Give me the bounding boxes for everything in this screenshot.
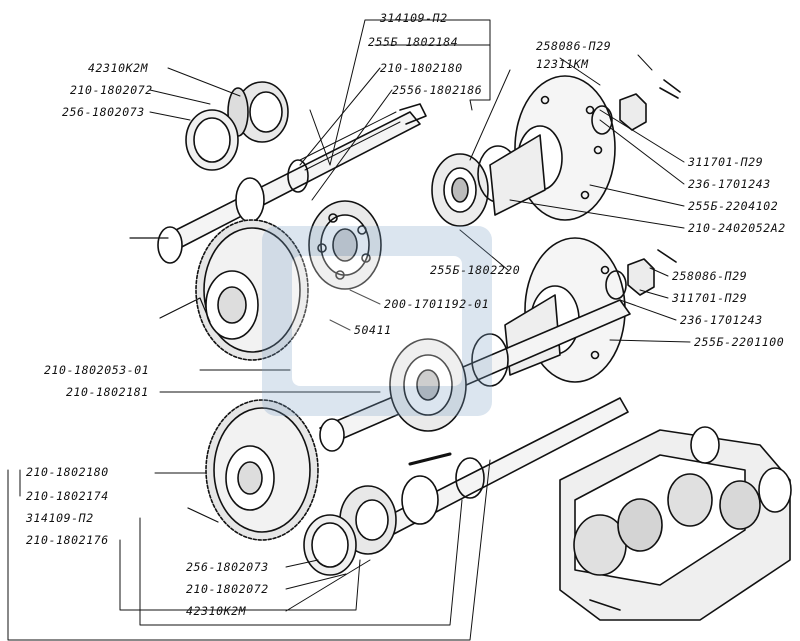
label-210-1802180: 210-1802180 bbox=[380, 61, 463, 75]
label-256-1802073-top: 256-1802073 bbox=[62, 105, 145, 119]
label-311701-p29-top: 311701-П29 bbox=[688, 155, 764, 169]
ball-bearing-upper-right bbox=[431, 153, 489, 227]
label-2556-1802184: 255Б 1802184 bbox=[368, 35, 459, 49]
label-12311km: 12311КМ bbox=[536, 57, 589, 71]
washer-nut-upper bbox=[591, 79, 681, 135]
middle-shaft bbox=[319, 299, 631, 452]
label-42310k2m-bot: 42310К2М bbox=[186, 604, 247, 618]
label-258086-p29-top: 258086-П29 bbox=[536, 39, 612, 53]
ball-bearing-upper-mid bbox=[308, 200, 382, 290]
label-210-1802072-top: 210-1802072 bbox=[70, 83, 153, 97]
gearbox-assembly-view bbox=[559, 426, 792, 621]
gear-upper bbox=[195, 219, 309, 361]
watermark-logo bbox=[262, 226, 492, 416]
label-2556-2201100: 255Б-2201100 bbox=[694, 335, 785, 349]
outer-race-bottom bbox=[303, 514, 357, 576]
label-258086-p29-mid: 258086-П29 bbox=[672, 269, 748, 283]
leader-lines bbox=[7, 19, 691, 641]
label-210-1802174: 210-1802174 bbox=[26, 489, 109, 503]
label-210-1802180-left: 210-1802180 bbox=[26, 465, 109, 479]
flange-upper bbox=[489, 75, 616, 221]
label-236-1701243-mid: 236-1701243 bbox=[680, 313, 763, 327]
label-311701-p29-mid: 311701-П29 bbox=[672, 291, 748, 305]
label-42310k2m-top: 42310К2М bbox=[88, 61, 149, 75]
washer-nut-lower bbox=[605, 249, 677, 300]
gear-lower bbox=[205, 399, 319, 541]
label-2556-1802186: 2556-1802186 bbox=[392, 83, 483, 97]
label-200-1701192-01: 200-1701192-01 bbox=[384, 297, 490, 311]
label-2556-1802220: 255Б-1802220 bbox=[430, 263, 521, 277]
label-314109-p2-top: 314109-П2 bbox=[380, 11, 448, 25]
label-50411: 50411 bbox=[354, 323, 392, 337]
roller-bearing-top bbox=[227, 81, 289, 143]
label-236-1701243-top: 236-1701243 bbox=[688, 177, 771, 191]
label-210-1802053-01: 210-1802053-01 bbox=[44, 363, 150, 377]
label-256-1802073-bot: 256-1802073 bbox=[186, 560, 269, 574]
label-2556-2204102: 255Б-2204102 bbox=[688, 199, 779, 213]
label-210-2402052a2: 210-2402052А2 bbox=[688, 221, 786, 235]
label-210-1802181: 210-1802181 bbox=[66, 385, 149, 399]
upper-shaft bbox=[157, 103, 427, 264]
label-210-1802072-bot: 210-1802072 bbox=[186, 582, 269, 596]
label-210-1802176: 210-1802176 bbox=[26, 533, 109, 547]
outer-race-top bbox=[185, 109, 239, 171]
label-314109-p2-left: 314109-П2 bbox=[26, 511, 94, 525]
